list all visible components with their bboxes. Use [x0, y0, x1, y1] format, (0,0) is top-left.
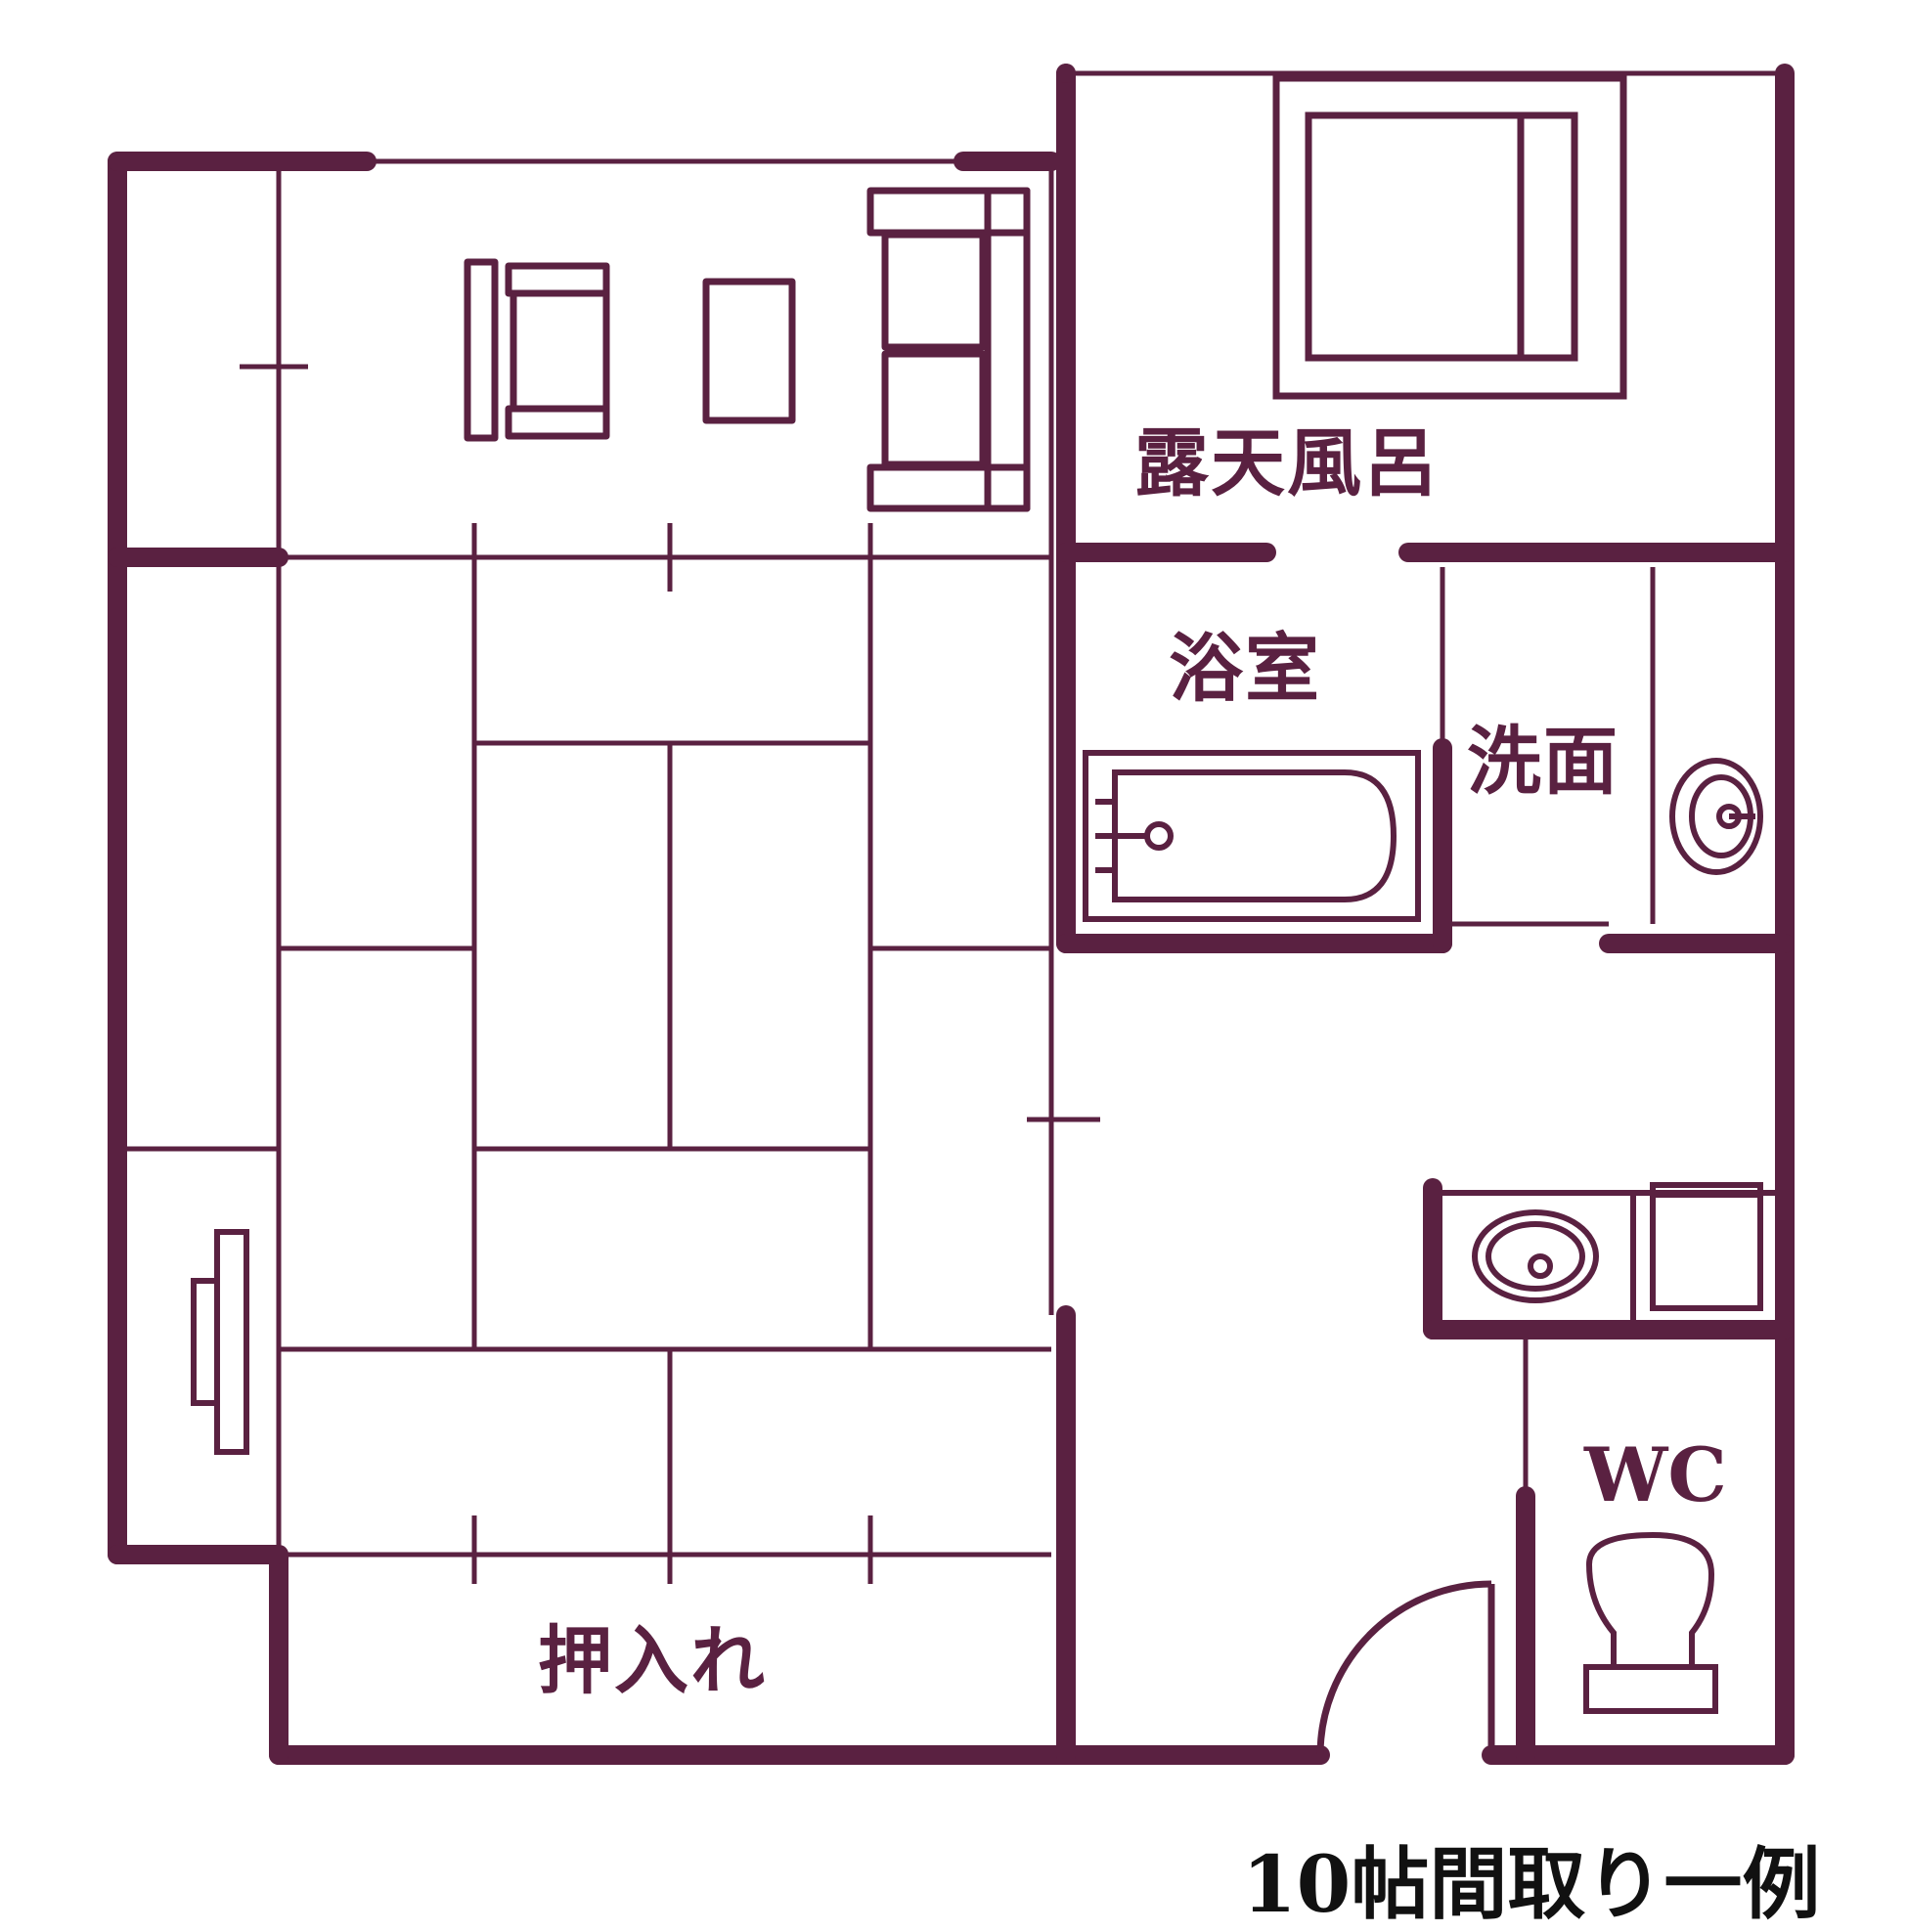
label-oshiire: 押入れ	[538, 1617, 767, 1704]
shelf-icon	[191, 1229, 249, 1455]
label-rotenburo: 露天風呂	[1134, 419, 1440, 506]
label-yokushitsu: 浴室	[1169, 625, 1321, 712]
bathtub-icon	[1083, 750, 1421, 922]
washbasin-icon	[1669, 758, 1763, 875]
toilet-icon	[1583, 1531, 1718, 1714]
entrance-door-icon	[1316, 1580, 1495, 1756]
label-senmen: 洗面	[1467, 718, 1619, 805]
walls	[108, 64, 1795, 1765]
caption: 10帖間取り一例	[1242, 1838, 1820, 1930]
sofa-set-icon	[464, 187, 1031, 512]
outdoor-bath-icon	[1272, 74, 1627, 400]
label-wc: WC	[1583, 1431, 1727, 1518]
kitchen-sink-icon	[1435, 1182, 1788, 1333]
thin-lines	[117, 70, 1785, 1584]
